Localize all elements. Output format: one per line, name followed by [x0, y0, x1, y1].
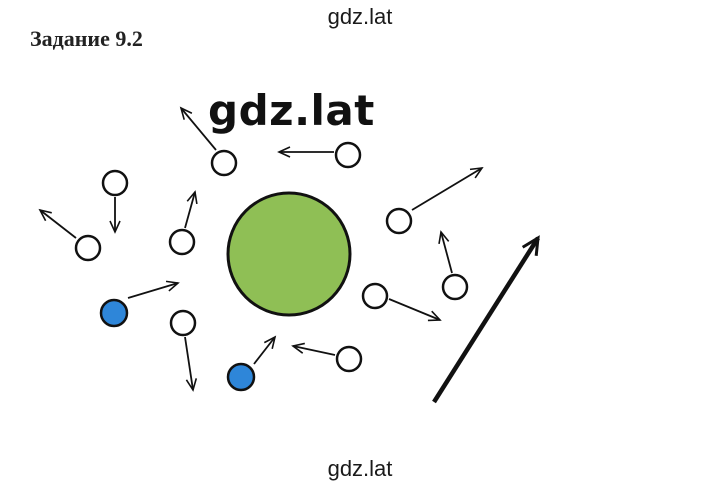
molecule-3	[101, 169, 129, 234]
molecule-6	[169, 309, 198, 392]
molecule-2	[277, 141, 362, 169]
molecule-9	[361, 282, 442, 322]
watermark-bottom: gdz.lat	[327, 456, 393, 481]
resultant-force-arrow	[432, 235, 540, 404]
molecule-blue-1	[99, 280, 180, 328]
molecule-10	[438, 230, 469, 301]
molecule-7	[291, 342, 363, 373]
watermark-top: gdz.lat	[327, 4, 393, 29]
molecule-8	[385, 167, 484, 235]
molecule-1	[179, 106, 238, 177]
task-title: Задание 9.2	[30, 26, 143, 51]
molecule-4	[38, 208, 102, 262]
large-particle	[226, 191, 352, 317]
molecule-blue-2	[226, 335, 277, 392]
molecule-5	[168, 190, 198, 256]
watermark-large: gdz.lat	[208, 86, 375, 135]
